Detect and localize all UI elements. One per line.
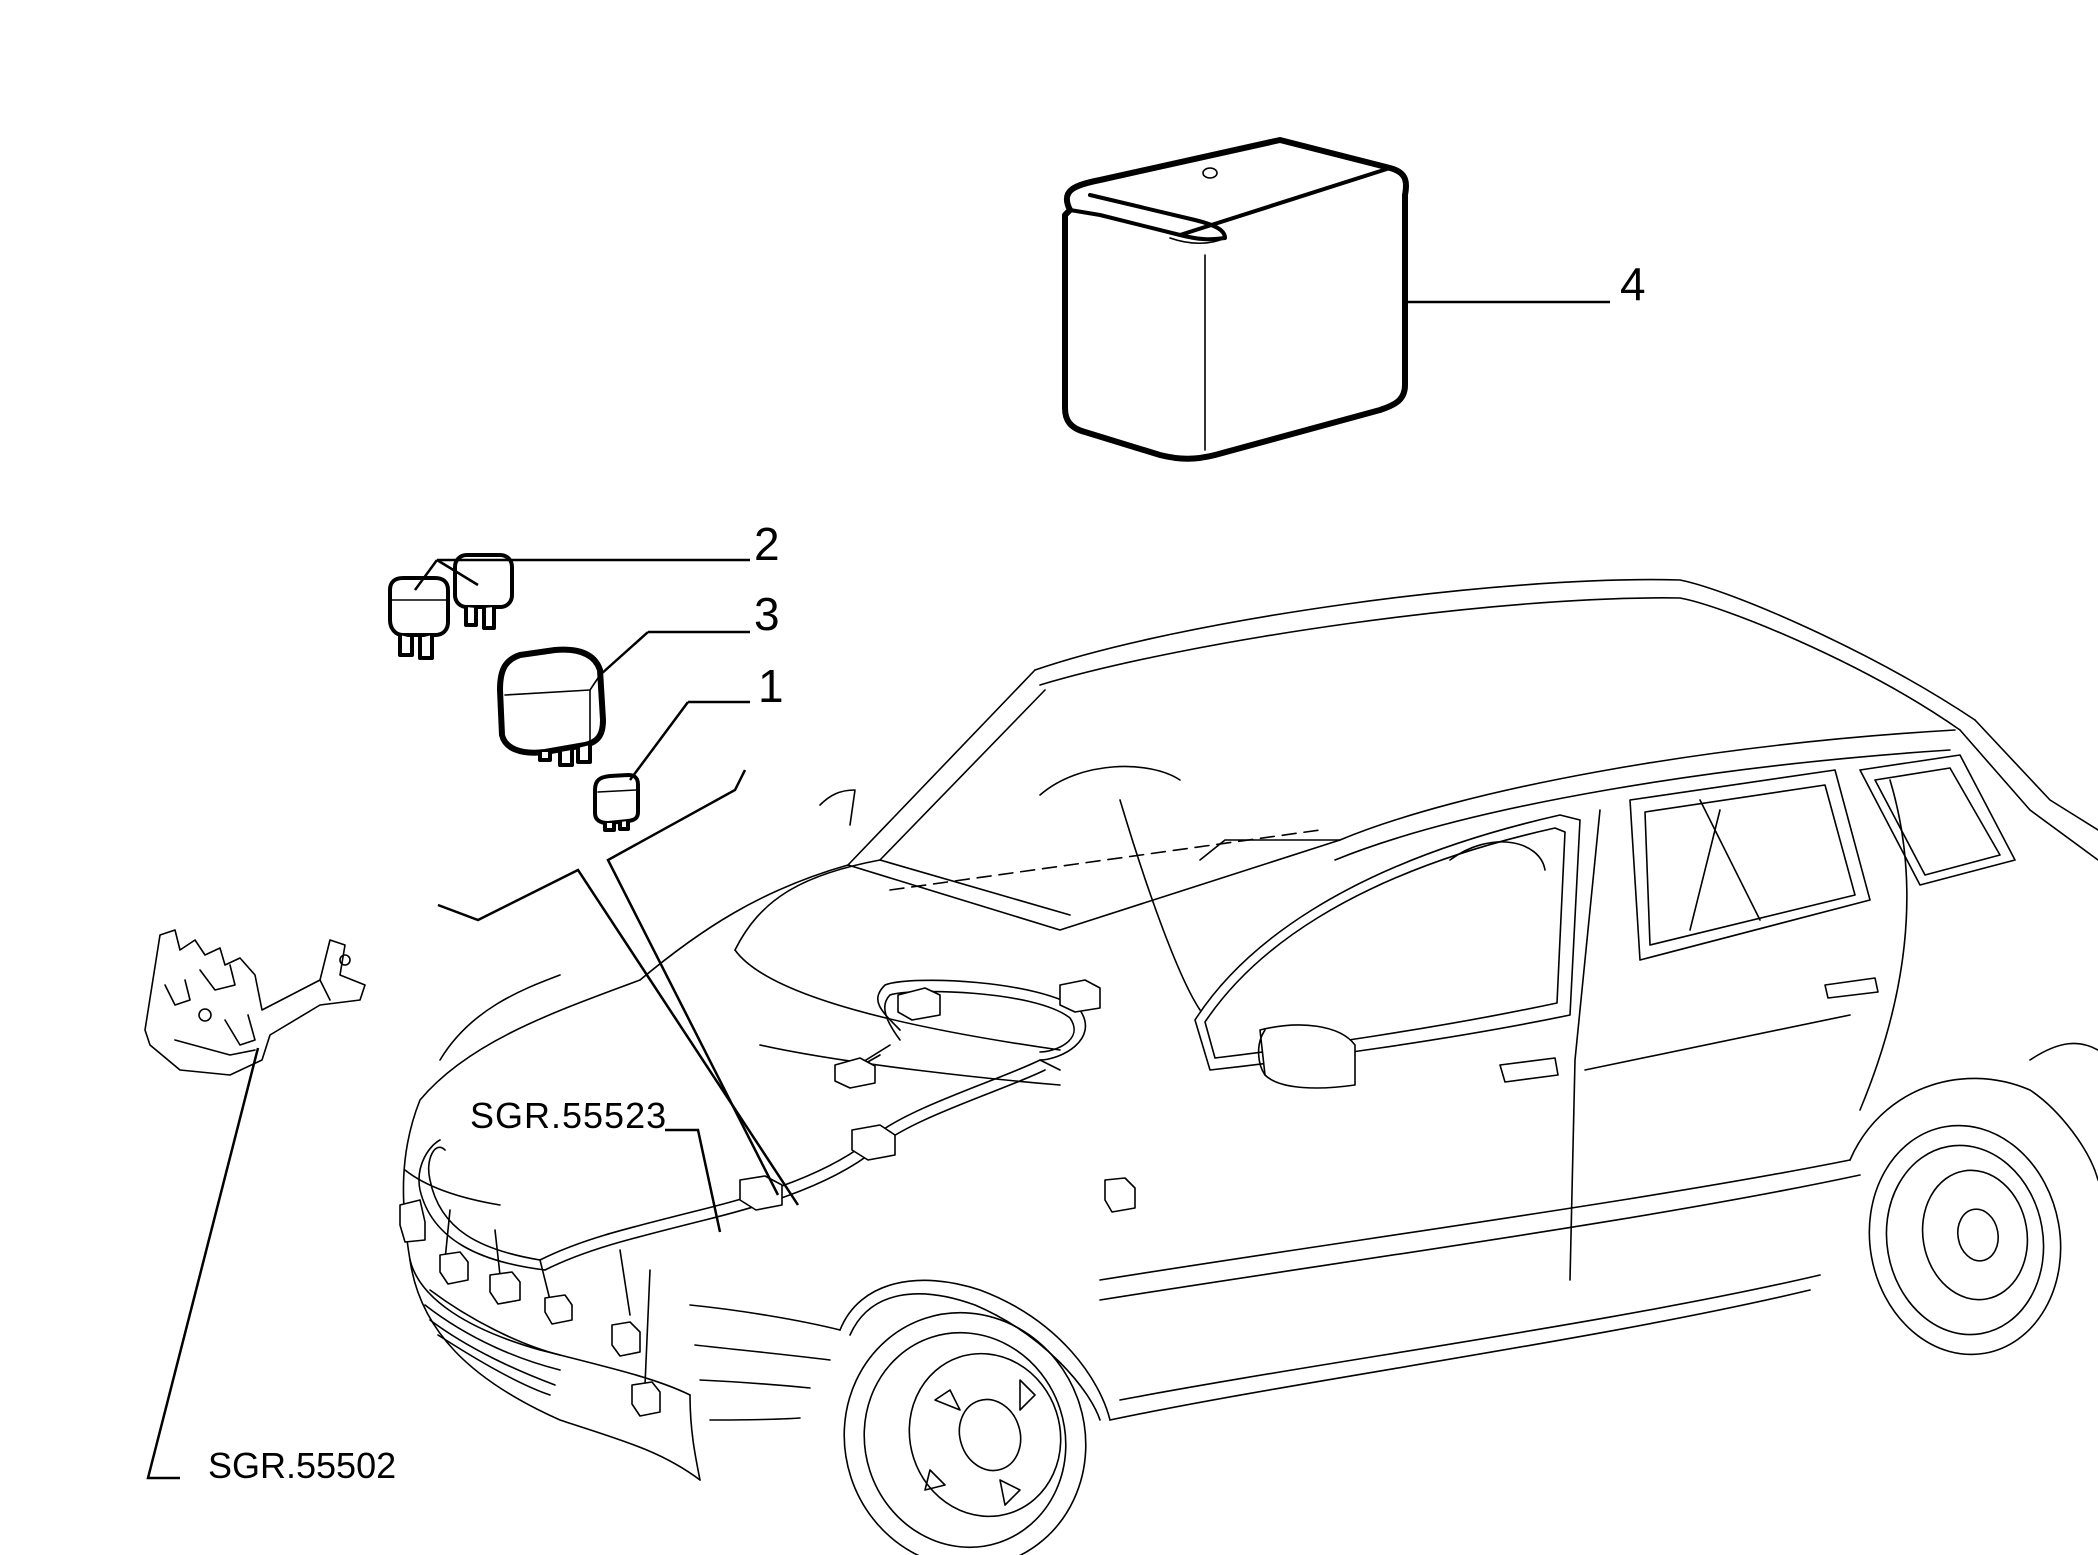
relay-1	[593, 773, 640, 832]
wiring-harness	[399, 979, 1136, 1417]
relay-3	[497, 646, 606, 767]
relay-2b	[453, 553, 514, 630]
callout-1: 1	[758, 660, 784, 712]
car-outline	[402, 578, 2098, 1555]
callout-2: 2	[754, 518, 780, 570]
relay-2a	[388, 576, 450, 660]
control-unit-4	[1062, 137, 1410, 462]
reference-sgr-55523: SGR.55523	[470, 1095, 667, 1136]
callout-3: 3	[754, 588, 780, 640]
leader-lines	[146, 300, 1610, 1480]
callout-4: 4	[1620, 258, 1646, 310]
reference-sgr-55502: SGR.55502	[208, 1445, 396, 1486]
mounting-bracket	[144, 929, 366, 1076]
